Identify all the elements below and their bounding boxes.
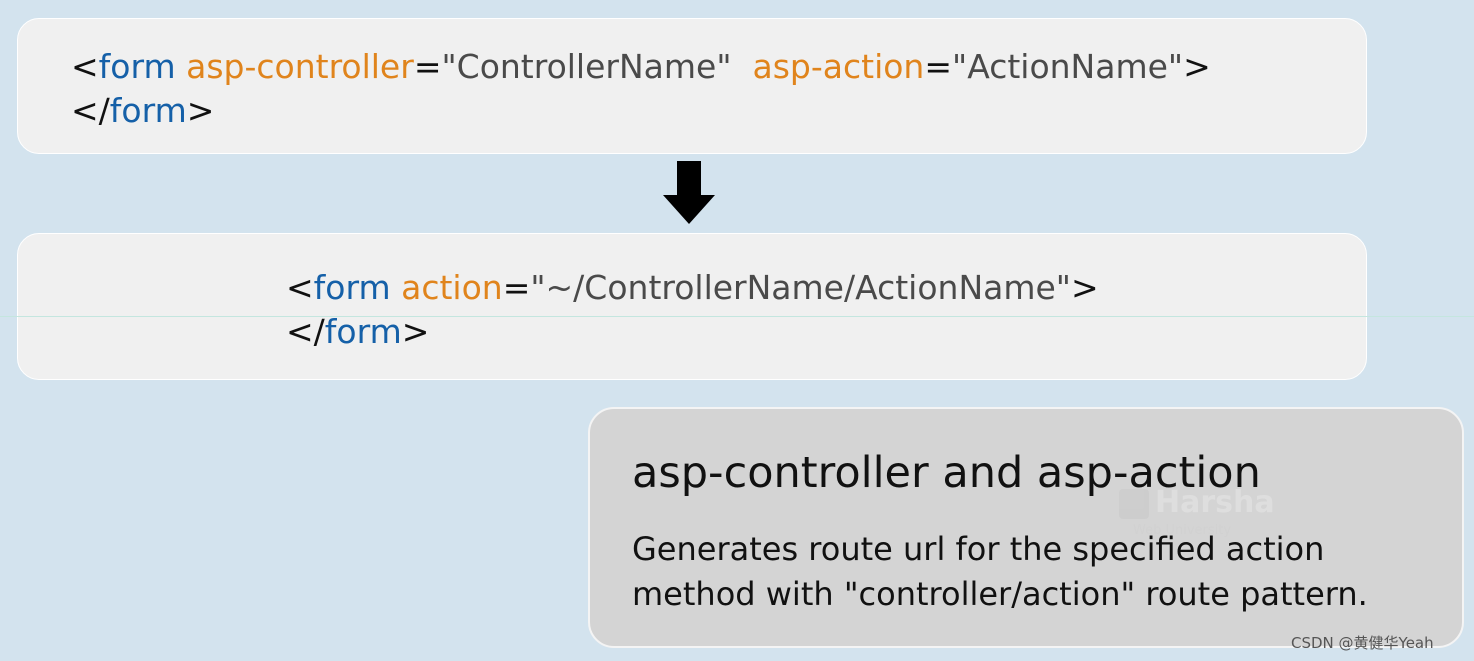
code-end-open-bracket: </ bbox=[286, 312, 325, 351]
code-open-bracket: < bbox=[286, 268, 314, 307]
harsha-logo-icon bbox=[1119, 489, 1149, 519]
harsha-watermark: Harsha Web University bbox=[1115, 485, 1275, 541]
code-tag-name: form bbox=[98, 47, 176, 86]
code-value-url: "~/ControllerName/ActionName" bbox=[530, 268, 1071, 307]
watermark-name: Harsha bbox=[1155, 485, 1275, 520]
code-value-action: "ActionName" bbox=[952, 47, 1184, 86]
down-arrow-icon bbox=[663, 161, 715, 224]
code-card-tag-helpers: <form asp-controller="ControllerName" as… bbox=[17, 18, 1367, 154]
code-end-tag-name: form bbox=[109, 91, 187, 130]
info-description: Generates route url for the specified ac… bbox=[632, 530, 1368, 613]
code-value-controller: "ControllerName" bbox=[441, 47, 732, 86]
code-end-open-bracket: </ bbox=[71, 91, 110, 130]
code-card-generated-html: <form action="~/ControllerName/ActionNam… bbox=[17, 233, 1367, 380]
csdn-credit: CSDN @黄健华Yeah bbox=[1291, 634, 1434, 652]
code-close-bracket: > bbox=[1183, 47, 1211, 86]
watermark-subtitle: Web University bbox=[1133, 523, 1232, 538]
code-attribute-action: asp-action bbox=[752, 47, 925, 86]
code-equals: = bbox=[413, 47, 442, 86]
code-end-close-bracket: > bbox=[186, 91, 215, 130]
code-attribute-controller: asp-controller bbox=[186, 47, 414, 86]
code-close-bracket: > bbox=[1070, 268, 1099, 307]
code-end-tag-name: form bbox=[324, 312, 402, 351]
info-title: asp-controller and asp-action bbox=[632, 448, 1261, 498]
code-end-close-bracket: > bbox=[401, 312, 430, 351]
code-equals: = bbox=[924, 47, 953, 86]
info-card: Harsha Web University asp-controller and… bbox=[588, 407, 1464, 648]
code-equals: = bbox=[502, 268, 531, 307]
generated-html-code: <form action="~/ControllerName/ActionNam… bbox=[286, 266, 1099, 354]
guide-line bbox=[0, 316, 1474, 317]
code-open-bracket: < bbox=[71, 47, 99, 86]
code-tag-name: form bbox=[313, 268, 391, 307]
code-attribute-action: action bbox=[401, 268, 503, 307]
tag-helper-code: <form asp-controller="ControllerName" as… bbox=[71, 45, 1211, 133]
